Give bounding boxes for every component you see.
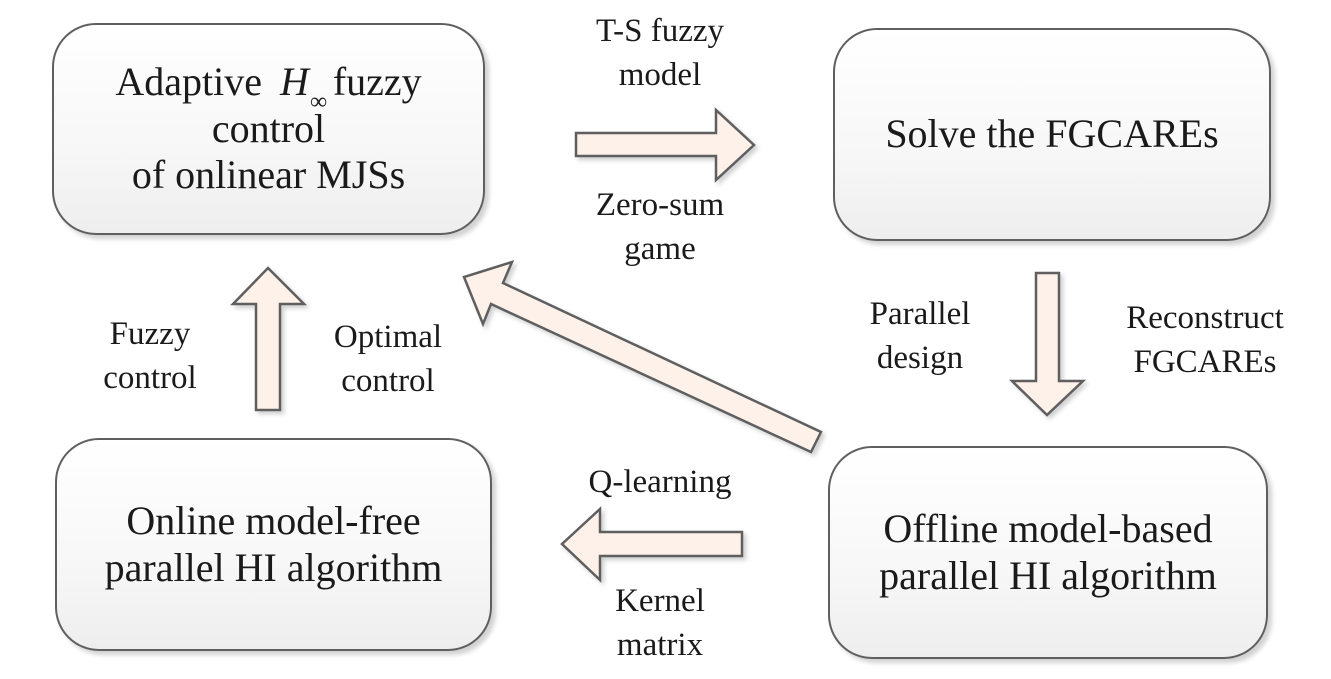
node-line-2: parallel HI algorithm	[104, 544, 443, 590]
node-line-3: of onlinear MJSs	[131, 152, 406, 198]
edge-label-optimal-control: Optimal control	[333, 319, 443, 399]
h-infinity-symbol: H∞	[279, 58, 328, 115]
edge-label-reconstruct-fgcares: Reconstruct FGCAREs	[1126, 300, 1284, 380]
node-label: Solve the FGCAREs	[885, 111, 1219, 157]
edge-label-fuzzy-control: Fuzzy control	[103, 316, 197, 396]
node-line-2: control	[211, 105, 326, 151]
edge-label-parallel-design: Parallel design	[869, 296, 971, 376]
edge-label-q-learning: Q-learning	[588, 464, 732, 500]
node-line-1: Online model-free	[126, 497, 421, 543]
arrow-up-fuzzy-control	[230, 266, 308, 412]
node-line-2: parallel HI algorithm	[879, 552, 1217, 598]
edge-label-ts-fuzzy-model: T-S fuzzy model	[595, 13, 724, 93]
arrow-right-ts-model	[574, 107, 756, 183]
arrow-left-q-learning	[560, 506, 744, 583]
node-offline-model-based-hi: Offline model-based parallel HI algorith…	[828, 446, 1268, 659]
arrow-down-parallel-design	[1008, 271, 1087, 417]
edge-label-zero-sum-game: Zero-sum game	[595, 187, 725, 267]
node-line-1: Adaptive H∞ fuzzy	[115, 58, 422, 115]
node-line-1: Offline model-based	[883, 505, 1213, 551]
node-solve-fgcares: Solve the FGCAREs	[833, 28, 1271, 241]
arrow-diagonal-offline-to-adaptive	[462, 259, 823, 454]
node-online-model-free-hi: Online model-free parallel HI algorithm	[55, 438, 492, 651]
edge-label-kernel-matrix: Kernel matrix	[615, 583, 705, 663]
node-adaptive-hinf-fuzzy-control: Adaptive H∞ fuzzy control of onlinear MJ…	[52, 23, 485, 235]
